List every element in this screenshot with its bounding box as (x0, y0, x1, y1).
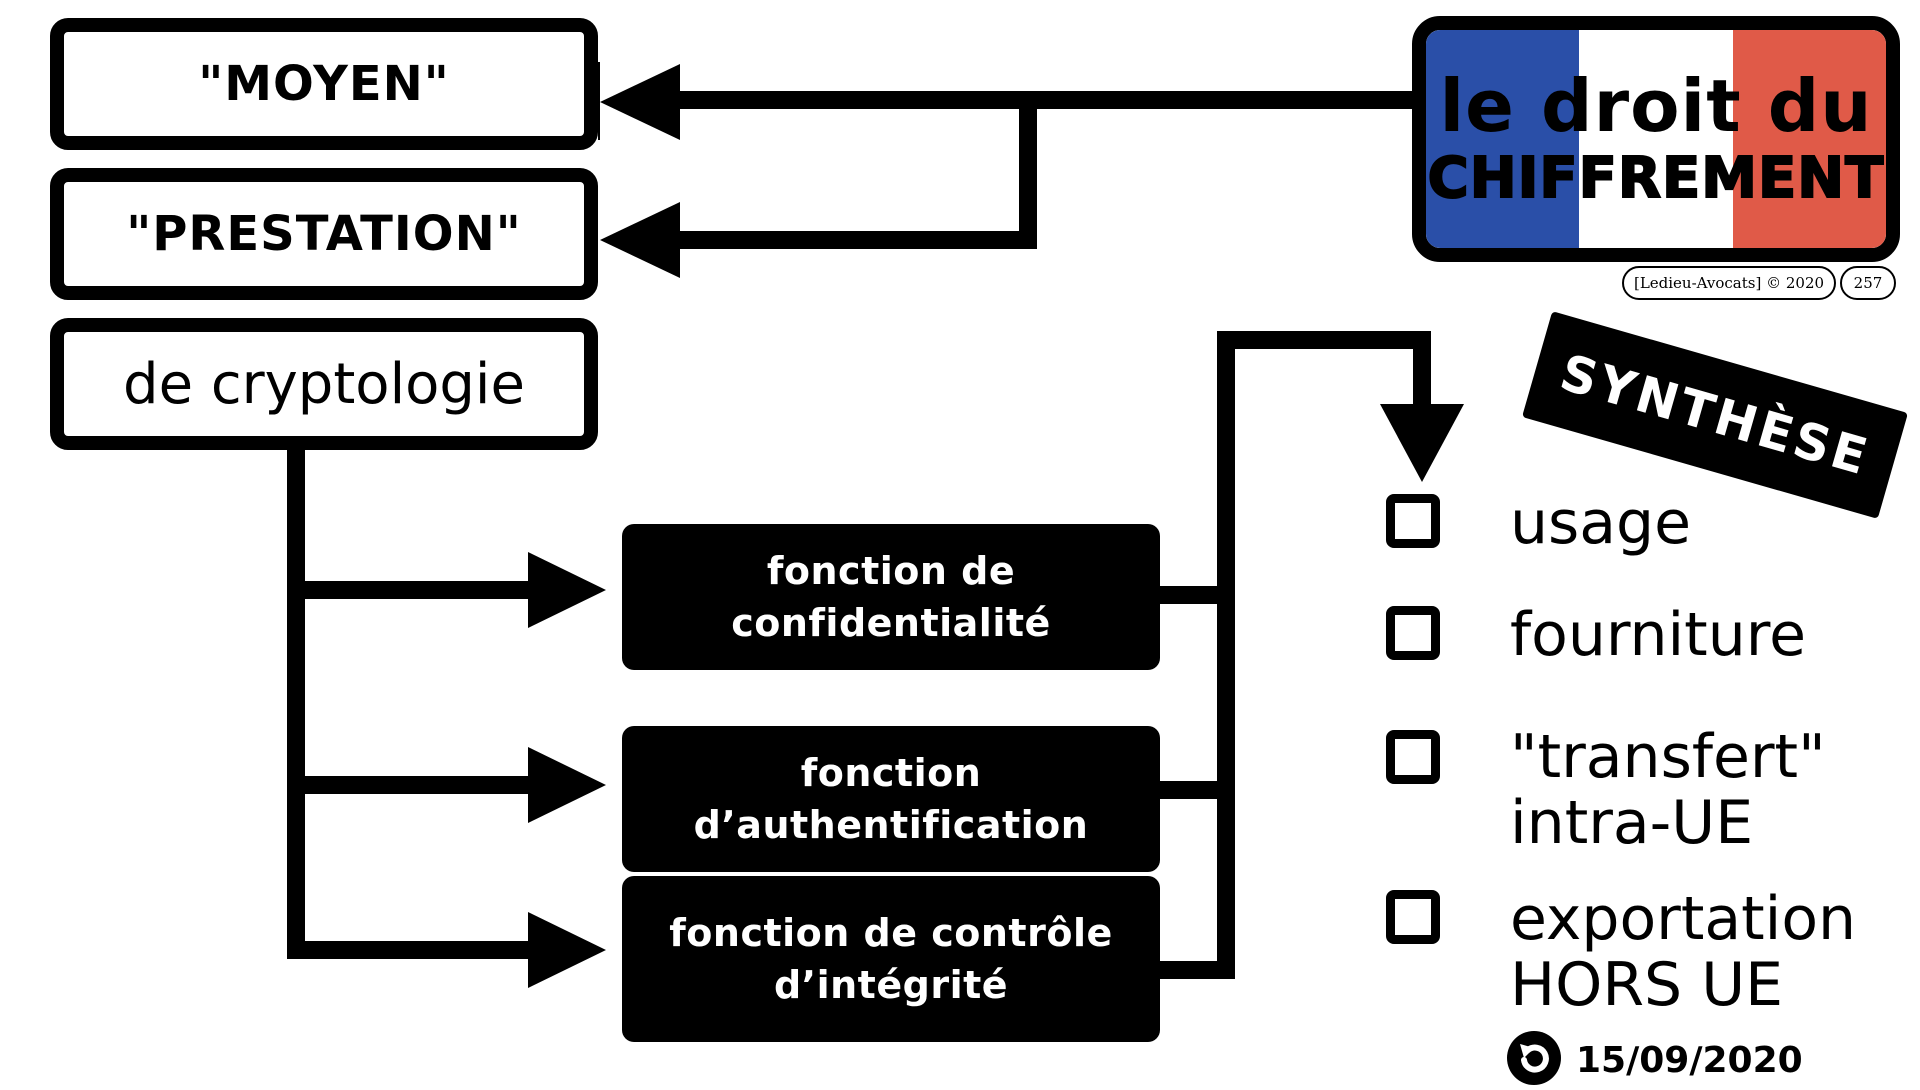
function-integrite: fonction de contrôle d’intégrité (622, 876, 1160, 1042)
update-date-row: 15/09/2020 (1506, 1030, 1803, 1090)
checklist-item-transfert: "transfert" intra-UE (1510, 724, 1826, 856)
page-number-text: 257 (1853, 274, 1883, 292)
credit-source-text: [Ledieu-Avocats] © 2020 (1633, 274, 1825, 292)
flag-stripe-red (1732, 30, 1886, 248)
title-text: le droit du CHIFFREMENT (1426, 30, 1886, 248)
arrowhead-prestation (600, 202, 680, 278)
checklist-item-fourniture: fourniture (1510, 602, 1806, 668)
function-authentification-line1: fonction (800, 751, 982, 795)
checkbox-icon (1386, 730, 1440, 784)
function-authentification: fonction d’authentification (622, 726, 1160, 872)
arrowhead-stem-a (598, 62, 600, 140)
checklist-item-exportation-line1: exportation (1510, 884, 1857, 954)
function-confidentialite: fonction de confidentialité (622, 524, 1160, 670)
box-prestation-label: "PRESTATION" (126, 206, 522, 262)
checklist-item-transfert-line1: "transfert" (1510, 722, 1826, 792)
title-flag: le droit du CHIFFREMENT (1412, 16, 1900, 262)
connector-flag-to-prestation (661, 91, 1037, 249)
box-moyen-label: "MOYEN" (198, 56, 450, 112)
title-line2: CHIFFREMENT (1427, 145, 1885, 212)
box-cryptologie-label: de cryptologie (123, 351, 525, 417)
function-integrite-line1: fonction de contrôle (669, 911, 1113, 955)
box-prestation: "PRESTATION" (50, 168, 598, 300)
connector-bus-to-checklist (1217, 331, 1431, 979)
arrowhead-checklist (1380, 404, 1464, 482)
checklist-item-usage: usage (1510, 490, 1691, 556)
page-number: 257 (1840, 266, 1896, 300)
arrowhead-integrite (528, 912, 606, 988)
title-line1-part2: du (1767, 64, 1873, 148)
checkbox-icon (1386, 606, 1440, 660)
checklist-item-fourniture-text: fourniture (1510, 600, 1806, 670)
box-moyen: "MOYEN" (50, 18, 598, 150)
flag-stripe-blue (1426, 30, 1580, 248)
title-line1-part1: le droit (1439, 64, 1742, 148)
function-integrite-line2: d’intégrité (773, 963, 1009, 1007)
checklist-item-transfert-line2: intra-UE (1510, 788, 1754, 858)
arrowhead-confidentialite (528, 552, 606, 628)
arrowhead-authentification (528, 747, 606, 823)
refresh-icon (1506, 1030, 1562, 1090)
checklist-item-exportation: exportation HORS UE (1510, 886, 1856, 1018)
flag-stripe-white (1579, 30, 1733, 248)
title-line1: le droit du (1439, 66, 1872, 146)
update-date: 15/09/2020 (1576, 1039, 1803, 1081)
checklist-item-exportation-line2: HORS UE (1510, 950, 1784, 1020)
checkbox-icon (1386, 494, 1440, 548)
checkbox-icon (1386, 890, 1440, 944)
function-authentification-line2: d’authentification (693, 803, 1089, 847)
arrowhead-moyen (600, 64, 680, 140)
box-cryptologie: de cryptologie (50, 318, 598, 450)
credit-source: [Ledieu-Avocats] © 2020 (1622, 266, 1836, 300)
checklist-item-usage-text: usage (1510, 488, 1692, 558)
function-confidentialite-line: fonction de confidentialité (731, 549, 1051, 645)
